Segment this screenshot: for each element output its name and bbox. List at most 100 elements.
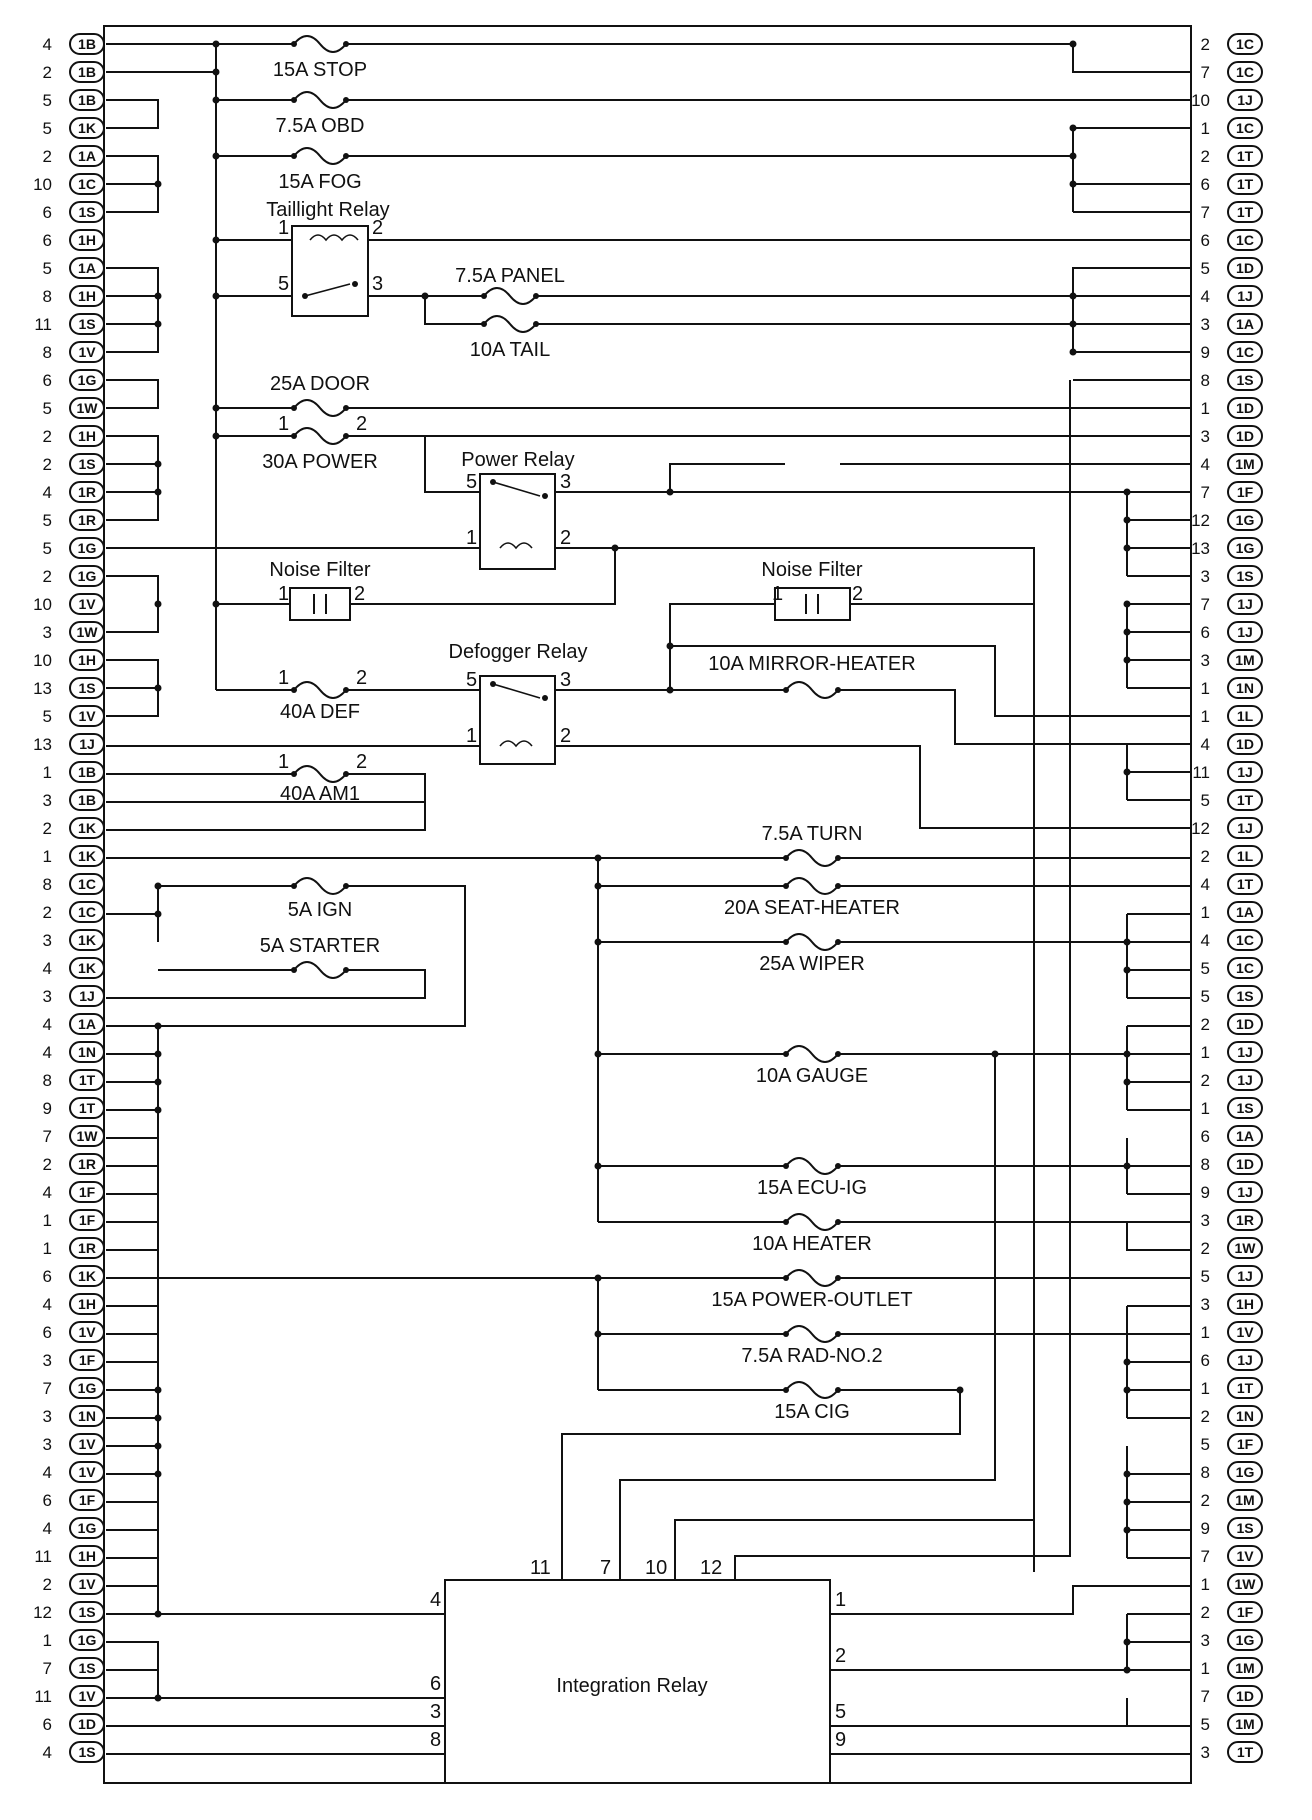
junction-dot-26 (1123, 656, 1131, 664)
left-connector-code: 1S (78, 456, 95, 472)
left-connector-pin: 5 (43, 259, 52, 278)
right-connector-code: 1M (1235, 1716, 1254, 1732)
right-connector-code: 1M (1235, 652, 1254, 668)
right-connector-code: 1D (1236, 400, 1254, 416)
right-connector-code: 1S (1236, 1100, 1253, 1116)
left-connector-code: 1W (77, 624, 99, 640)
right-connector-shape (1227, 481, 1263, 503)
junction-dot-20 (1123, 544, 1131, 552)
fuse-label-def: 40A DEF (280, 701, 360, 723)
left-connector-pin: 10 (33, 595, 52, 614)
right-connector-pin: 1 (1201, 1379, 1210, 1398)
fuse-end-16 (835, 1163, 841, 1169)
fuse-symbol-19 (785, 1325, 839, 1343)
fuse-end-12 (783, 855, 789, 861)
left-connector-code: 1R (78, 1240, 96, 1256)
left-connector-code: 1V (78, 596, 96, 612)
right-connector-code: 1L (1237, 708, 1254, 724)
left-connector-code: 1K (78, 820, 96, 836)
left-connector-shape (69, 1517, 105, 1539)
left-connector-pin: 6 (43, 1323, 52, 1342)
right-connector-shape (1227, 1601, 1263, 1623)
left-connector-shape (69, 453, 105, 475)
fuse-end-14 (835, 939, 841, 945)
right-connector-code: 1W (1235, 1240, 1257, 1256)
junction-dot-66 (154, 1610, 162, 1618)
left-connector-shape (69, 397, 105, 419)
ir-pin-2: 2 (835, 1645, 846, 1667)
left-connector-code: 1H (78, 1548, 96, 1564)
right-connector-code: 1J (1237, 1184, 1253, 1200)
right-connector-shape (1227, 1181, 1263, 1203)
left-connector-pin: 4 (43, 959, 52, 978)
fuse-end-4 (481, 321, 487, 327)
fuse-end-1 (343, 97, 349, 103)
junction-dot-0 (212, 40, 220, 48)
right-connector-pin: 4 (1201, 287, 1210, 306)
left-connector-shape (69, 1349, 105, 1371)
left-connector-pin: 4 (43, 1463, 52, 1482)
taillight-relay (291, 225, 369, 317)
right-connector-pin: 6 (1201, 175, 1210, 194)
fuse-label-panel: 7.5A PANEL (455, 265, 565, 287)
fuse-end-20 (783, 1387, 789, 1393)
relay-label-integration: Integration Relay (556, 1675, 707, 1697)
ir-pin-1: 1 (835, 1589, 846, 1611)
right-connector-shape (1227, 33, 1263, 55)
junction-dot-49 (154, 180, 162, 188)
left-connector-shape (69, 929, 105, 951)
right-connector-code: 1R (1236, 1212, 1254, 1228)
left-connector-pin: 2 (43, 427, 52, 446)
right-connector-shape (1227, 817, 1263, 839)
terminal-numbers: 1 2 5 3 1 2 5 3 1 2 1 2 1 2 1 2 5 3 1 2 … (278, 217, 863, 1751)
junction-dot-32 (594, 1162, 602, 1170)
nf-right-pin2: 2 (852, 583, 863, 605)
junction-dot-6 (212, 404, 220, 412)
right-connector-code: 1J (1237, 288, 1253, 304)
right-connector-shape (1227, 1209, 1263, 1231)
right-connector-shape (1227, 901, 1263, 923)
left-connector-pin: 1 (43, 847, 52, 866)
fuse-end-10 (291, 883, 297, 889)
junction-dot-38 (1123, 1050, 1131, 1058)
left-connector-shape (69, 1265, 105, 1287)
right-connector-code: 1S (1236, 372, 1253, 388)
right-connector-pin: 7 (1201, 63, 1210, 82)
left-connector-pin: 5 (43, 707, 52, 726)
ir-pin-8: 8 (430, 1729, 441, 1751)
left-connector-shape (69, 957, 105, 979)
left-connector-code: 1V (78, 1324, 96, 1340)
right-connector-shape (1227, 761, 1263, 783)
power-relay (479, 473, 556, 570)
junction-dot-36 (1123, 938, 1131, 946)
fuse-symbol-3 (483, 287, 537, 305)
left-connector-shape (69, 341, 105, 363)
left-connector-shape (69, 1741, 105, 1763)
fuse-end-17 (835, 1219, 841, 1225)
right-connector-shape (1227, 1265, 1263, 1287)
junction-dot-37 (1123, 966, 1131, 974)
noise-filter-left (289, 587, 351, 621)
left-connector-shape (69, 61, 105, 83)
left-connector-code: 1C (78, 176, 96, 192)
fuse-label-seat-heater: 20A SEAT-HEATER (724, 897, 900, 919)
right-connector-shape (1227, 285, 1263, 307)
left-connector-pin: 6 (43, 203, 52, 222)
junction-dot-17 (666, 488, 674, 496)
junction-dot-46 (1123, 1526, 1131, 1534)
left-connector-shape (69, 1377, 105, 1399)
right-connector-pin: 2 (1201, 1071, 1210, 1090)
